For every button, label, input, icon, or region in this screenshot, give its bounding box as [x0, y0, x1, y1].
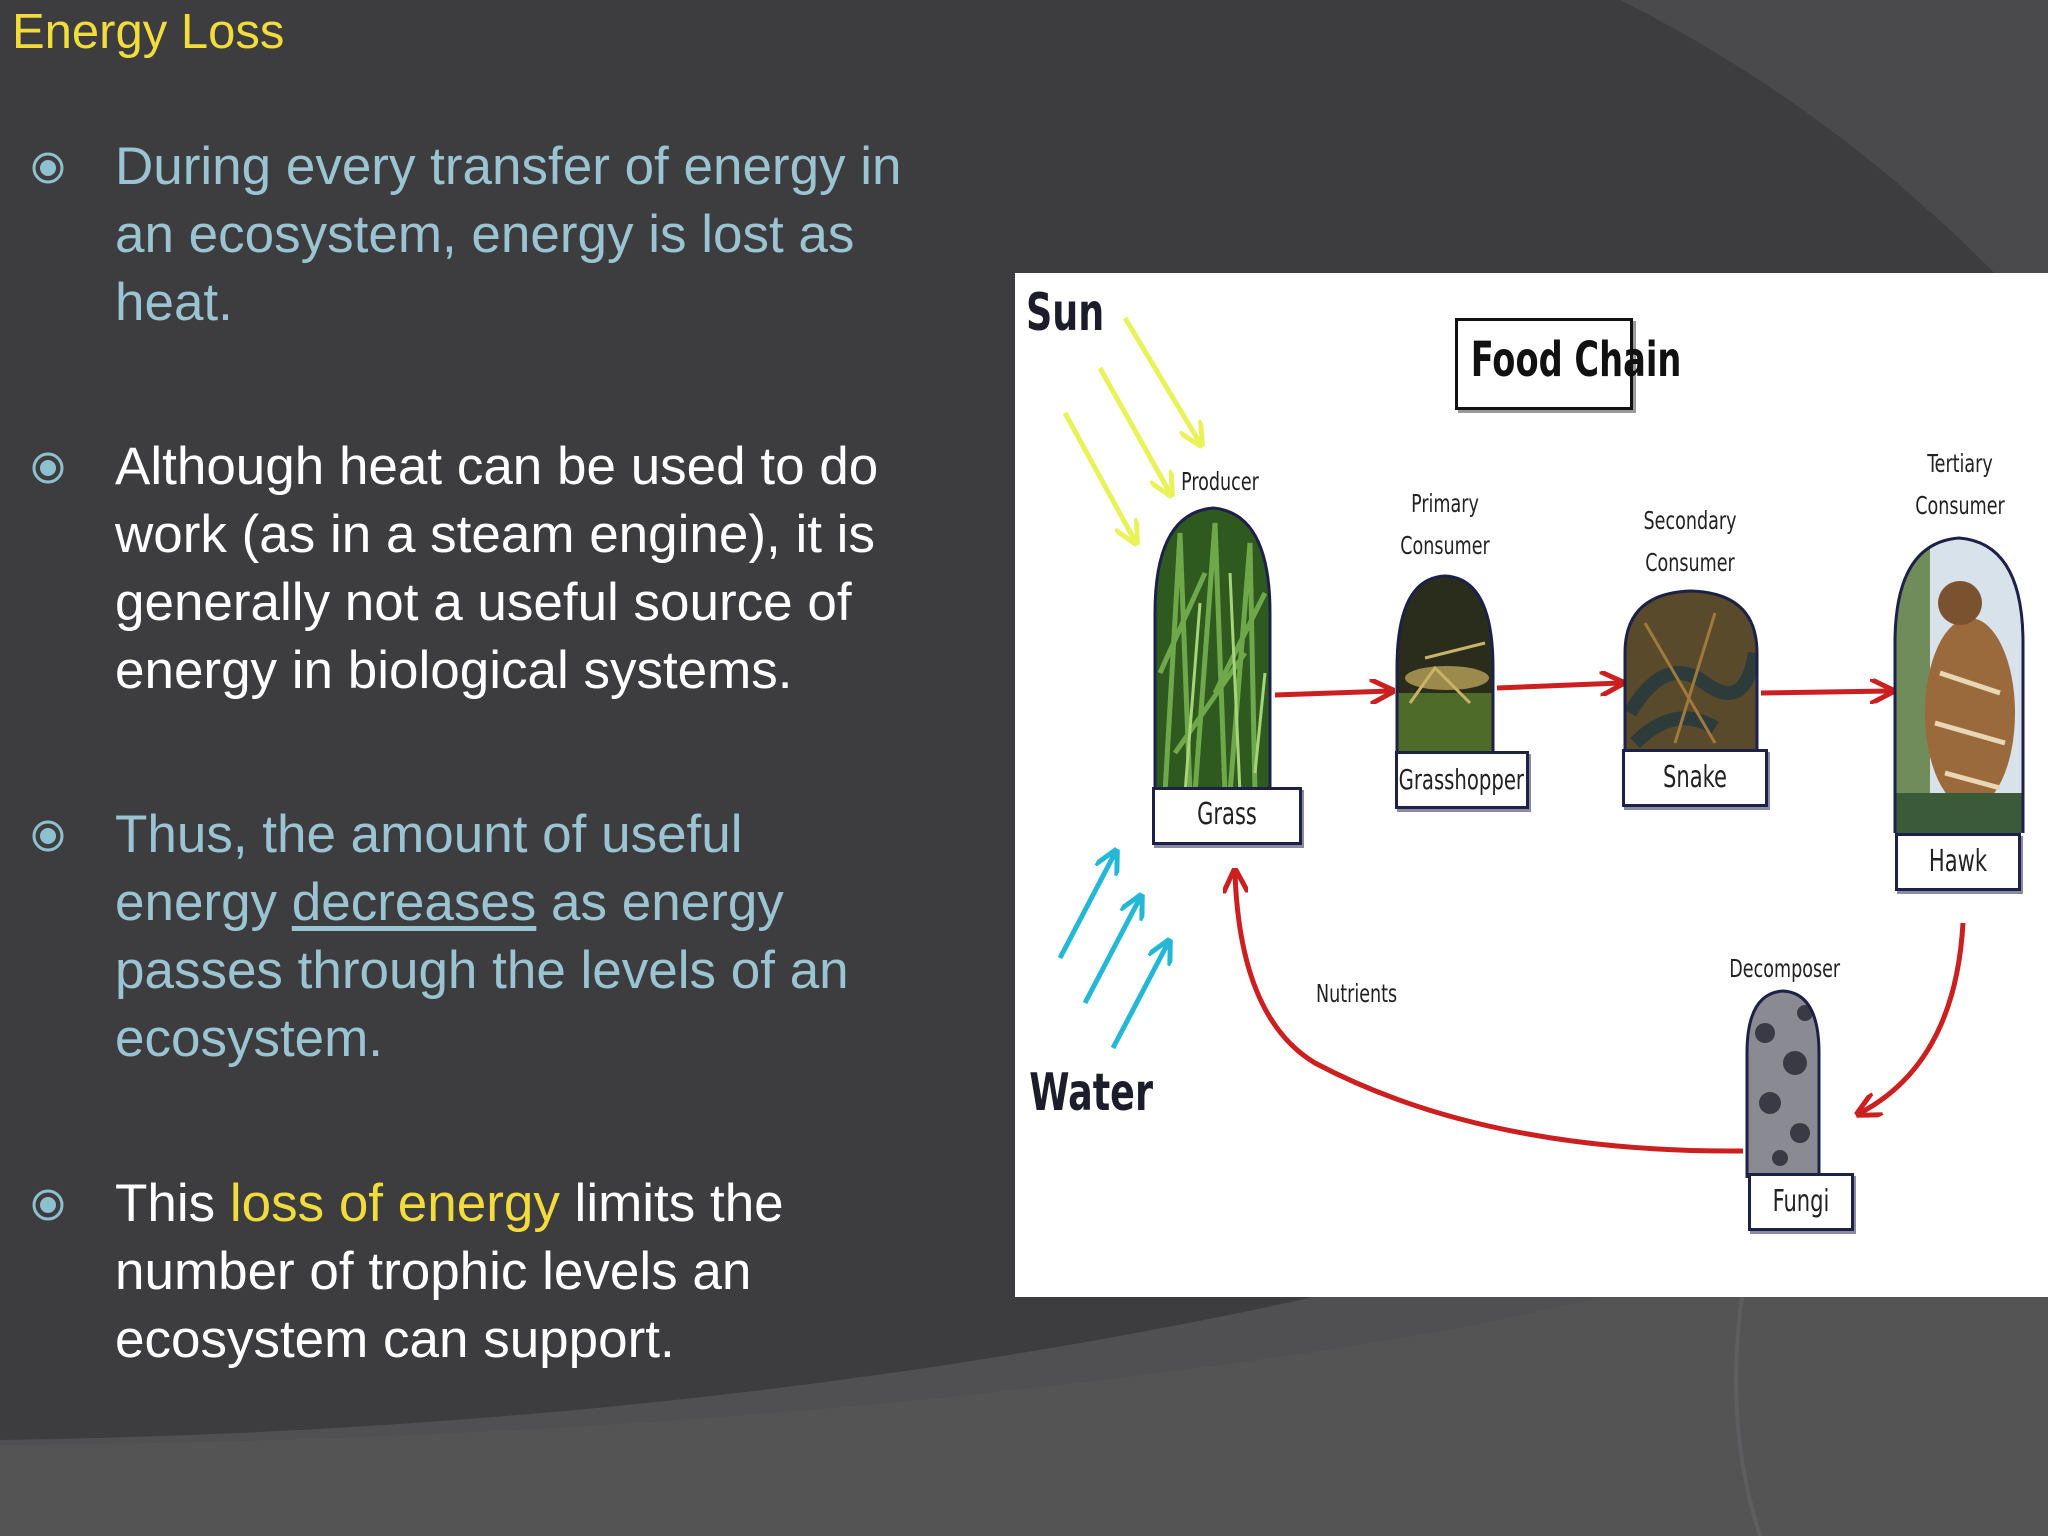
- bullet-text: Thus, the amount of useful energy decrea…: [115, 801, 995, 1073]
- secondary-role-label-2: Consumer: [1645, 548, 1735, 577]
- food-chain-title: Food Chain: [1470, 332, 1682, 388]
- secondary-role-label-1: Secondary: [1643, 506, 1737, 535]
- water-rays: [1057, 853, 1168, 1050]
- bullet-text: This loss of energy limits the number of…: [115, 1170, 995, 1374]
- bullet-line: During every transfer of energy in: [115, 137, 902, 196]
- sun-rays: [1062, 316, 1200, 541]
- food-chain-title-box: [1455, 318, 1633, 410]
- bullet-line: generally not a useful source of: [115, 573, 852, 632]
- food-chain-diagram: Food Chain Sun Water Nutrients Producer …: [1015, 273, 2048, 1297]
- grasshopper-picture: [1397, 576, 1493, 753]
- bullet-line: ecosystem.: [115, 1009, 384, 1068]
- sun-label: Sun: [1026, 283, 1105, 343]
- bullet-line: energy in biological systems.: [115, 641, 793, 700]
- producer-role-label: Producer: [1181, 467, 1259, 496]
- tertiary-role-label-1: Tertiary: [1927, 449, 1993, 478]
- producer-frame: [1153, 506, 1272, 793]
- bullet-line: energy decreases as energy: [115, 869, 995, 937]
- grass-name-box: [1152, 787, 1302, 845]
- tertiary-role-label-2: Consumer: [1915, 491, 2005, 520]
- highlighted-phrase: loss of energy: [229, 1174, 560, 1233]
- text-span: limits the: [559, 1174, 784, 1233]
- fungi-label: Fungi: [1772, 1184, 1830, 1219]
- snake-name-box: [1622, 749, 1768, 807]
- bullet-line: passes through the levels of an: [115, 941, 849, 1000]
- decomposer-role-label: Decomposer: [1729, 954, 1841, 983]
- primary-role-label-2: Consumer: [1400, 531, 1490, 560]
- circle-bullet-icon: [32, 1189, 64, 1221]
- food-chain-graphics: [1057, 316, 2025, 1178]
- fungi-name-box: [1748, 1173, 1854, 1231]
- hawk-label: Hawk: [1928, 844, 1988, 879]
- bullet-line: Thus, the amount of useful: [115, 805, 743, 864]
- snake-picture: [1625, 591, 1757, 751]
- text-span: This: [115, 1174, 230, 1233]
- bullet-line: an ecosystem, energy is lost as: [115, 205, 855, 264]
- hawk-name-box: [1895, 833, 2021, 891]
- bullet-line: number of trophic levels an: [115, 1242, 752, 1301]
- bullet-text: Although heat can be used to do work (as…: [115, 433, 995, 705]
- text-span: as energy: [536, 873, 784, 932]
- snake-label: Snake: [1663, 760, 1727, 795]
- decomposer-frame: [1745, 989, 1821, 1178]
- water-label: Water: [1029, 1063, 1153, 1123]
- tertiary-consumer-frame: [1893, 536, 2025, 833]
- nutrients-label: Nutrients: [1316, 979, 1398, 1008]
- primary-consumer-frame: [1395, 574, 1495, 753]
- bullet-line: Although heat can be used to do: [115, 437, 879, 496]
- grass-picture: [1155, 508, 1270, 793]
- primary-role-label-1: Primary: [1411, 489, 1479, 518]
- fungi-picture: [1747, 991, 1819, 1178]
- bullet-line: ecosystem can support.: [115, 1310, 675, 1369]
- bullet-line: heat.: [115, 273, 233, 332]
- slide-title: Energy Loss: [12, 5, 285, 59]
- hawk-picture: [1895, 538, 2023, 833]
- grasshopper-name-box: [1395, 751, 1529, 809]
- circle-bullet-icon: [32, 820, 64, 852]
- bullet-text: During every transfer of energy in an ec…: [115, 133, 995, 337]
- secondary-consumer-frame: [1623, 589, 1759, 751]
- circle-bullet-icon: [32, 452, 64, 484]
- text-span: energy: [115, 873, 292, 932]
- underlined-word: decreases: [291, 873, 537, 932]
- circle-bullet-icon: [32, 152, 64, 184]
- energy-flow-arrows: [1235, 683, 1966, 1154]
- grass-label: Grass: [1197, 797, 1257, 832]
- bullet-line: This loss of energy limits the: [115, 1170, 995, 1238]
- grasshopper-label: Grasshopper: [1398, 763, 1525, 796]
- bullet-line: work (as in a steam engine), it is: [115, 505, 875, 564]
